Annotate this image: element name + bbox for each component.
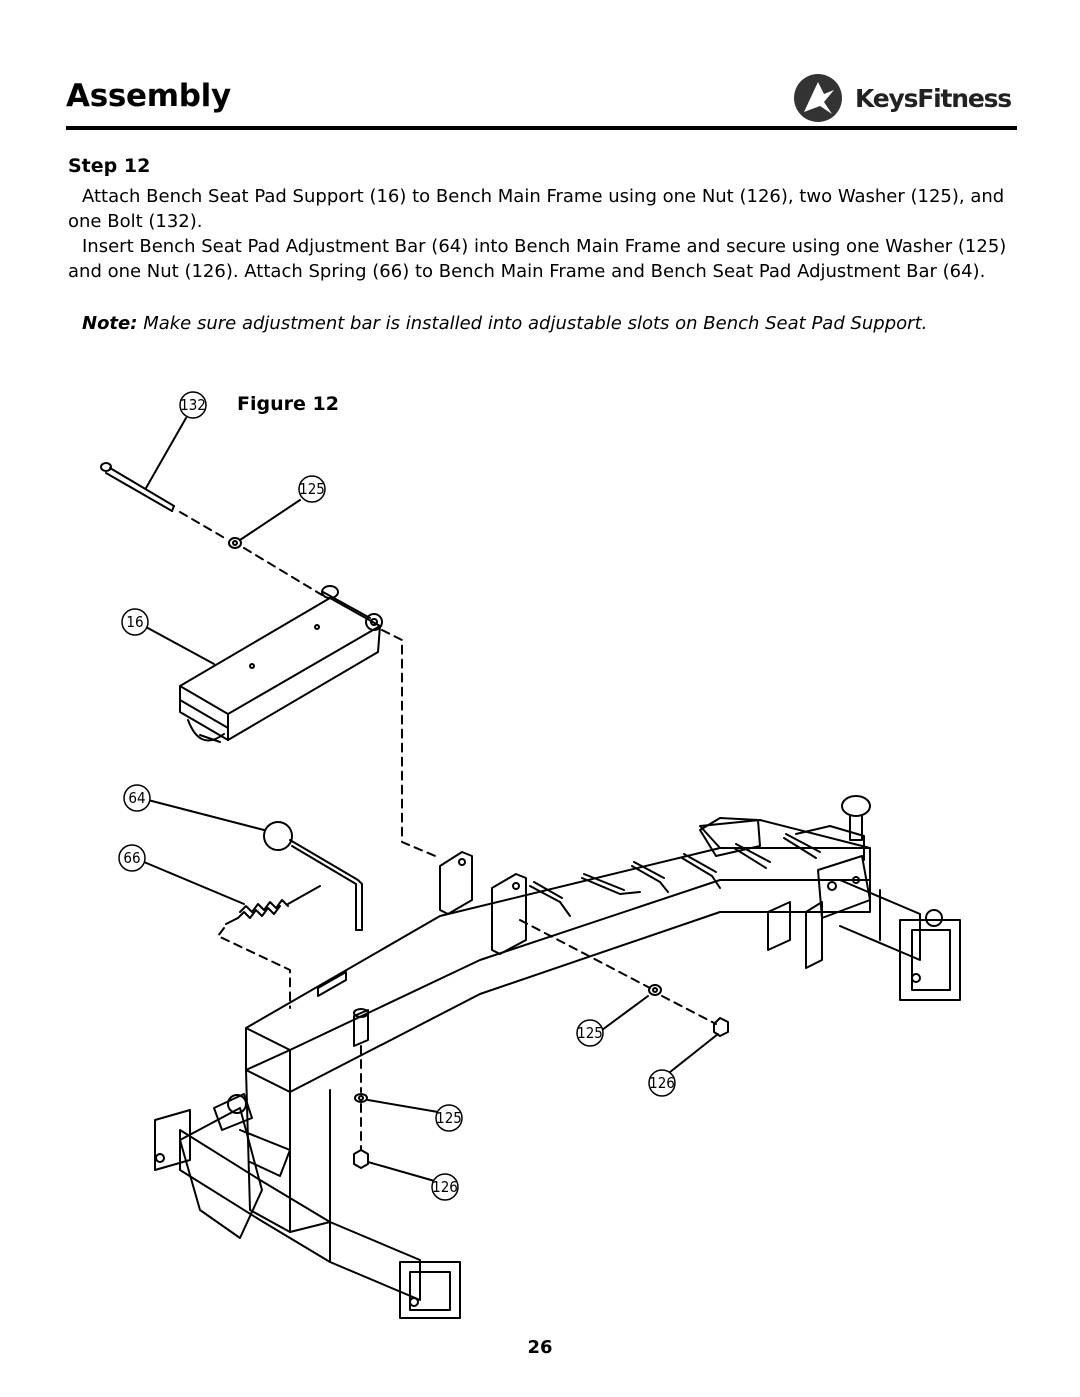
brand-name: KeysFitness [855, 84, 1012, 113]
keysfitness-logo [794, 74, 842, 122]
step-title: Step 12 [68, 155, 151, 177]
callout-126-lower: 126 [432, 1178, 458, 1196]
note: Note: Make sure adjustment bar is instal… [68, 311, 988, 337]
callout-125: 125 [299, 480, 325, 498]
callout-132: 132 [180, 396, 206, 414]
page-title: Assembly [66, 78, 231, 114]
note-label: Note: [82, 313, 138, 334]
header-rule [66, 126, 1017, 130]
note-text: Make sure adjustment bar is installed in… [143, 313, 928, 334]
instruction-paragraph-2: Insert Bench Seat Pad Adjustment Bar (64… [68, 236, 1007, 282]
callout-125-right: 125 [577, 1024, 603, 1042]
callout-126-right: 126 [649, 1074, 675, 1092]
figure-label: Figure 12 [237, 393, 339, 415]
instruction-paragraph-1: Attach Bench Seat Pad Support (16) to Be… [68, 186, 1005, 232]
callout-125-lower: 125 [436, 1109, 462, 1127]
callout-16: 16 [126, 613, 143, 631]
callout-66: 66 [123, 849, 140, 867]
page-number: 26 [527, 1337, 553, 1358]
callout-64: 64 [128, 789, 145, 807]
